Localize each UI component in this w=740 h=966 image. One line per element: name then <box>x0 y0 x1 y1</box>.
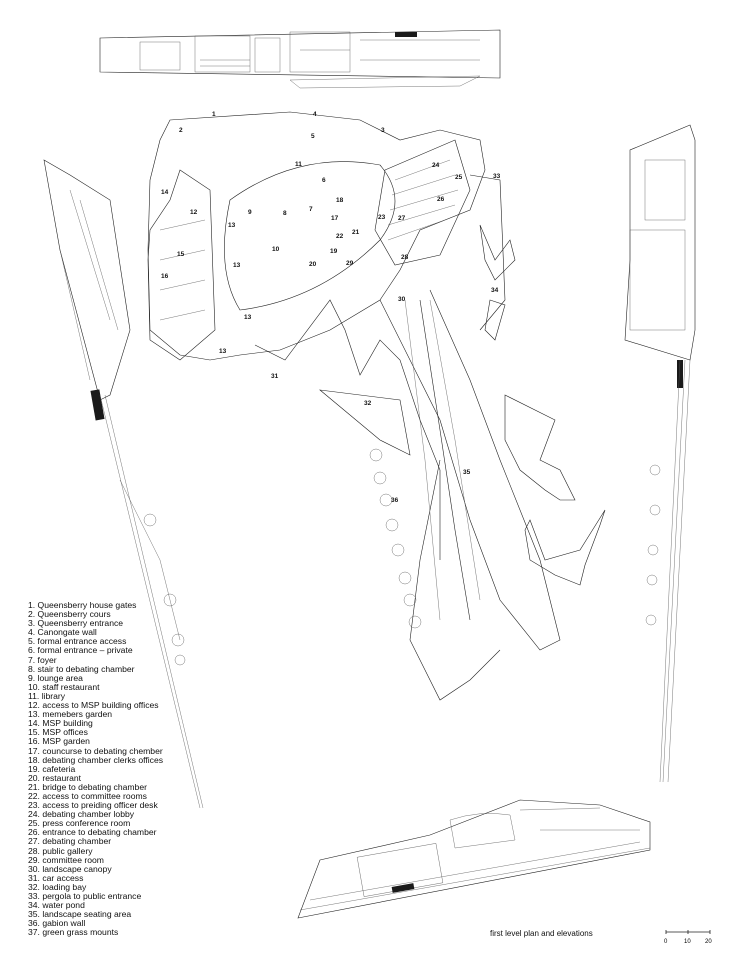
legend-item: 3. Queensberry entrance <box>28 618 124 629</box>
plan-number: 22 <box>336 233 344 240</box>
plan-number: 28 <box>401 254 409 261</box>
legend-item: 28. public gallery <box>28 845 93 856</box>
legend-item: 29. committee room <box>28 854 104 865</box>
plan-number: 14 <box>161 189 169 196</box>
plan-number: 31 <box>271 373 279 380</box>
legend-item: 17. councurse to debating chember <box>28 745 163 756</box>
plan-number: 35 <box>463 469 471 476</box>
legend-item: 4. Canongate wall <box>28 627 97 638</box>
plan-number: 1 <box>212 111 216 118</box>
legend-item: 7. foyer <box>28 654 57 665</box>
legend-item: 26. entrance to debating chamber <box>28 827 157 838</box>
legend-item: 27. debating chamber <box>28 836 112 847</box>
legend-item: 11. library <box>28 690 66 701</box>
plan-number: 21 <box>352 229 360 236</box>
legend-item: 19. cafeteria <box>28 763 76 774</box>
drawing-caption: first level plan and elevations <box>490 929 593 938</box>
top-elevation <box>99 29 501 89</box>
first-level-plan <box>147 111 606 701</box>
plan-number: 7 <box>309 206 313 213</box>
legend-item: 20. restaurant <box>28 772 82 783</box>
plan-number: 8 <box>283 210 287 217</box>
legend-item: 24. debating chamber lobby <box>28 809 135 820</box>
plan-number: 3 <box>381 127 385 134</box>
plan-number: 16 <box>161 273 169 280</box>
legend-item: 2. Queensberry cours <box>28 609 111 620</box>
plan-number: 36 <box>391 497 399 504</box>
legend-item: 22. access to committee rooms <box>28 790 147 801</box>
legend-list: 1. Queensberry house gates 2. Queensberr… <box>28 600 228 938</box>
legend-item: 32. loading bay <box>28 881 87 892</box>
legend-item: 16. MSP garden <box>28 736 90 747</box>
plan-number: 6 <box>322 177 326 184</box>
plan-number: 34 <box>491 287 499 294</box>
legend-item: 13. memebers garden <box>28 709 113 720</box>
plan-number: 32 <box>364 400 372 407</box>
plan-number: 2 <box>179 127 183 134</box>
plan-number: 10 <box>272 246 280 253</box>
plan-number: 25 <box>455 174 463 181</box>
plan-number: 26 <box>437 196 445 203</box>
plan-number: 15 <box>177 251 185 258</box>
legend-item: 15. MSP offices <box>28 727 88 738</box>
plan-number: 18 <box>336 197 344 204</box>
legend-item: 6. formal entrance – private <box>28 645 133 656</box>
legend-item: 31. car access <box>28 872 84 883</box>
legend-item: 5. formal entrance access <box>28 636 127 647</box>
plan-number: 29 <box>346 260 354 267</box>
scale-label: 10 <box>684 939 691 945</box>
plan-number: 23 <box>378 214 386 221</box>
plan-number: 33 <box>493 173 501 180</box>
plan-number: 24 <box>432 162 440 169</box>
legend-item: 14. MSP building <box>28 718 93 729</box>
legend-item: 9. lounge area <box>28 672 83 683</box>
scale-bar: 0 10 20 <box>664 930 712 945</box>
legend-item: 33. pergola to public entrance <box>28 891 142 901</box>
legend-item: 10. staff restaurant <box>28 681 100 692</box>
legend-item: 35. landscape seating area <box>28 909 132 920</box>
scale-label: 20 <box>705 939 712 945</box>
plan-number: 13 <box>228 222 236 229</box>
plan-number: 17 <box>331 215 339 222</box>
legend-item: 12. access to MSP building offices <box>28 700 159 711</box>
plan-number: 13 <box>244 314 252 321</box>
plan-number: 13 <box>219 348 227 355</box>
plan-number: 5 <box>311 133 315 140</box>
right-elevation <box>624 124 696 783</box>
legend-item: 37. green grass mounts <box>28 927 119 938</box>
legend-item: 36. gabion wall <box>28 918 86 929</box>
legend-item: 21. bridge to debating chamber <box>28 781 147 792</box>
plan-number: 30 <box>398 296 406 303</box>
legend-item: 1. Queensberry house gates <box>28 600 137 610</box>
plan-number: 19 <box>330 248 338 255</box>
legend-item: 18. debating chamber clerks offices <box>28 754 164 765</box>
left-elevation <box>43 159 204 809</box>
plan-number: 13 <box>233 262 241 269</box>
legend-item: 34. water pond <box>28 900 85 911</box>
legend-item: 25. press conference room <box>28 818 131 829</box>
plan-number: 9 <box>248 209 252 216</box>
plan-number: 4 <box>313 111 317 118</box>
legend-item: 23. access to preiding officer desk <box>28 800 158 811</box>
legend-item: 8. stair to debating chamber <box>28 663 135 674</box>
plan-number: 20 <box>309 261 317 268</box>
plan-number: 27 <box>398 215 406 222</box>
bottom-elevation <box>297 799 651 919</box>
plan-number: 12 <box>190 209 198 216</box>
scale-label: 0 <box>664 939 668 945</box>
legend-item: 30. landscape canopy <box>28 863 112 874</box>
plan-number: 11 <box>295 161 302 168</box>
